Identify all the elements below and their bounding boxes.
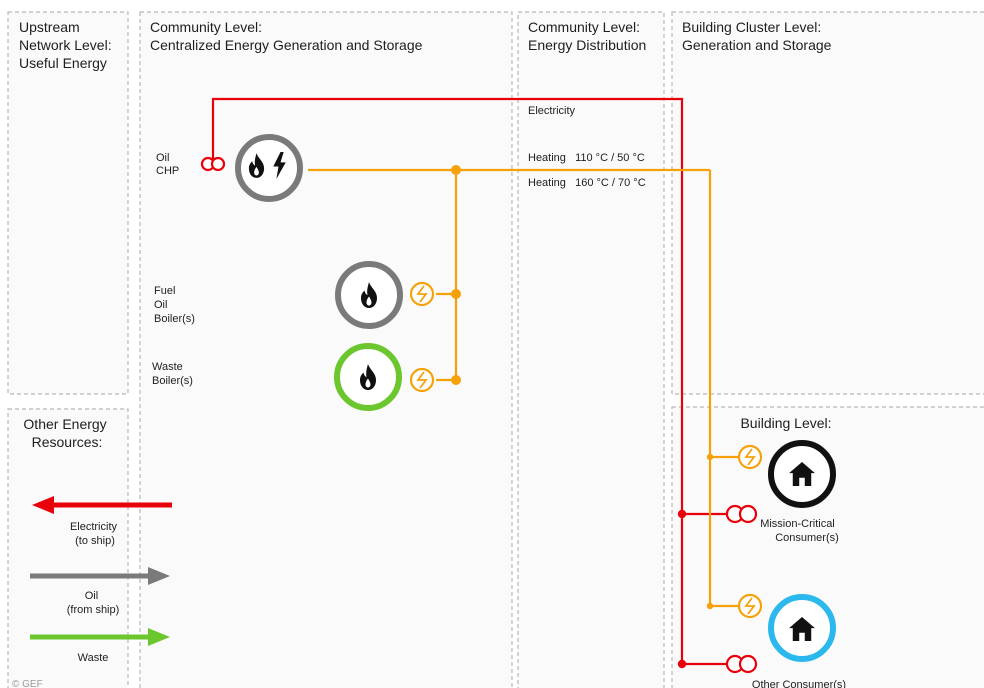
- transformer-icon: [200, 156, 226, 172]
- distribution-heating-low-label: Heating 110 °C / 50 °C: [528, 152, 645, 164]
- chp-label: Oil CHP: [156, 152, 179, 177]
- panel-upstream: [7, 11, 129, 395]
- electricity-junction-mission-critical: [677, 509, 687, 519]
- heating-network: [308, 168, 738, 608]
- heating-junction-main: [451, 165, 461, 175]
- electricity-main-line: [211, 97, 684, 664]
- fuel-oil-boiler-unit[interactable]: [335, 261, 403, 329]
- panel-cluster-generation: [671, 11, 984, 395]
- chp-unit[interactable]: [235, 134, 303, 202]
- panel-title-distribution: Community Level: Energy Distribution: [528, 19, 646, 53]
- resource-oil-label: Oil (from ship): [67, 590, 120, 616]
- transformer-icon: [725, 504, 758, 524]
- heating-junction-waste: [451, 375, 461, 385]
- transformer-icon: [725, 654, 758, 674]
- panel-central-generation: [139, 11, 513, 688]
- heat-exchanger-icon: [737, 444, 763, 470]
- chp-ring: [235, 134, 303, 202]
- resource-waste-arrow: [30, 628, 170, 646]
- heat-exchanger-icon: [737, 593, 763, 619]
- electricity-network: [211, 97, 726, 666]
- distribution-electricity-label: Electricity: [528, 105, 576, 117]
- fuel-oil-boiler-label: Fuel Oil Boiler(s): [154, 285, 195, 325]
- panel-title-upstream: Upstream Network Level: Useful Energy: [19, 19, 115, 71]
- heating-junction-fuel-oil: [451, 289, 461, 299]
- panel-title-building: Building Level:: [740, 415, 831, 431]
- other-consumer[interactable]: [768, 594, 836, 662]
- panel-energy-distribution: [517, 11, 665, 688]
- resource-waste-label: Waste: [78, 652, 109, 664]
- panel-title-cluster: Building Cluster Level: Generation and S…: [682, 19, 832, 53]
- panel-title-central: Community Level: Centralized Energy Gene…: [150, 19, 423, 53]
- copyright-text: © GEF: [12, 679, 43, 688]
- waste-boiler-label: Waste Boiler(s): [152, 361, 193, 387]
- heating-junction-mission-critical: [706, 453, 714, 461]
- resource-oil-arrow: [30, 567, 170, 585]
- panel-title-other-resources: Other Energy Resources:: [23, 416, 110, 450]
- heat-exchanger-icon: [409, 367, 435, 393]
- waste-boiler-unit[interactable]: [334, 343, 402, 411]
- other-consumer-label: Other Consumer(s): [752, 679, 846, 688]
- resource-electricity-label: Electricity (to ship): [70, 521, 120, 547]
- resource-electricity-arrow: [32, 496, 172, 514]
- distribution-heating-high-label: Heating 160 °C / 70 °C: [528, 177, 646, 189]
- heating-junction-other: [706, 602, 714, 610]
- electricity-junction-other: [677, 659, 687, 669]
- mission-critical-consumer[interactable]: [768, 440, 836, 508]
- mission-critical-label: Mission-Critical Consumer(s): [760, 518, 839, 544]
- panel-other-resources: [7, 408, 129, 688]
- heat-exchanger-icon: [409, 281, 435, 307]
